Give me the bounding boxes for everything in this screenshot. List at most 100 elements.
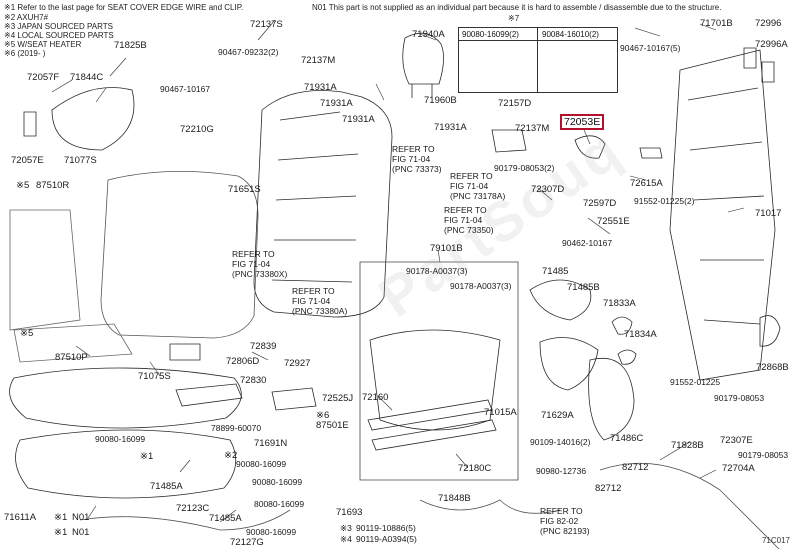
refer-to-callout[interactable]: REFER TO FIG 71-04 (PNC 73178A) xyxy=(450,171,506,201)
part-label[interactable]: 72137M xyxy=(301,55,336,66)
part-label[interactable]: 72057F xyxy=(27,72,60,83)
part-label[interactable]: 87501E xyxy=(316,420,349,431)
part-label[interactable]: 71485B xyxy=(567,282,600,293)
part-label[interactable]: 72551E xyxy=(597,216,630,227)
part-label[interactable]: 71693 xyxy=(336,507,363,518)
part-label[interactable]: 72127G xyxy=(230,537,264,548)
part-label[interactable]: 71485A xyxy=(209,513,242,524)
part-label[interactable]: 71017 xyxy=(755,208,782,219)
part-label[interactable]: 90179-08053 xyxy=(714,393,765,403)
part-label[interactable]: 90467-10167(5) xyxy=(620,43,681,53)
refer-to-callout[interactable]: REFER TO FIG 82-02 (PNC 82193) xyxy=(540,506,590,536)
part-label[interactable]: 72137S xyxy=(250,19,283,30)
part-label[interactable]: 90119-10886(5) xyxy=(356,523,416,533)
part-label[interactable]: 90080-16099 xyxy=(236,459,287,469)
part-label[interactable]: 82712 xyxy=(595,483,622,494)
part-label[interactable]: 72806D xyxy=(226,356,260,367)
part-label[interactable]: 71960B xyxy=(424,95,457,106)
part-label[interactable]: 71940A xyxy=(412,29,445,40)
part-label[interactable]: 72597D xyxy=(583,198,617,209)
part-label[interactable]: 72307E xyxy=(720,435,753,446)
part-label[interactable]: 90080-16099 xyxy=(252,477,303,487)
part-label[interactable]: 71485A xyxy=(150,481,183,492)
part-label[interactable]: 72307D xyxy=(531,184,565,195)
part-label[interactable]: 90980-12736 xyxy=(536,466,587,476)
part-label[interactable]: 71077S xyxy=(64,155,97,166)
part-label[interactable]: 72996A xyxy=(755,39,788,50)
part-label[interactable]: 72157D xyxy=(498,98,532,109)
part-label[interactable]: 72057E xyxy=(11,155,44,166)
part-label[interactable]: 72137M xyxy=(515,123,550,134)
part-label[interactable]: 91552-01225(2) xyxy=(634,196,695,206)
code-right: 90084-16010(2) xyxy=(542,30,599,39)
part-label[interactable]: 72996 xyxy=(755,18,782,29)
part-label[interactable]: 90178-A0037(3) xyxy=(450,281,512,291)
part-label[interactable]: 71691N xyxy=(254,438,288,449)
part-label[interactable]: 72160 xyxy=(362,392,389,403)
part-label[interactable]: 90080-16099 xyxy=(246,527,297,537)
refer-to-callout[interactable]: REFER TO FIG 71-04 (PNC 73373) xyxy=(392,144,442,174)
part-label[interactable]: 71629A xyxy=(541,410,574,421)
part-label[interactable]: 71848B xyxy=(438,493,471,504)
code-left: 90080-16099(2) xyxy=(462,30,519,39)
part-label[interactable]: 80080-16099 xyxy=(254,499,305,509)
part-label[interactable]: 72615A xyxy=(630,178,663,189)
part-label[interactable]: 71485 xyxy=(542,266,569,277)
part-label[interactable]: 71701B xyxy=(700,18,733,29)
note-4: ※4 LOCAL SOURCED PARTS xyxy=(4,31,114,40)
part-label[interactable]: 87510R xyxy=(36,180,70,191)
part-label[interactable]: 72525J xyxy=(322,393,354,404)
refer-to-callout[interactable]: REFER TO FIG 71-04 (PNC 73380X) xyxy=(232,249,288,279)
star-mark: ※5 xyxy=(20,328,34,339)
note-1: ※1 Refer to the last page for SEAT COVER… xyxy=(4,3,244,12)
refer-to-callout[interactable]: REFER TO FIG 71-04 (PNC 73380A) xyxy=(292,286,348,316)
part-label[interactable]: 72927 xyxy=(284,358,311,369)
refer-to-callout[interactable]: REFER TO FIG 71-04 (PNC 73350) xyxy=(444,205,494,235)
part-label[interactable]: 71825B xyxy=(114,40,147,51)
part-label[interactable]: 71931A xyxy=(320,98,353,109)
part-label[interactable]: 90109-14016(2) xyxy=(530,437,591,447)
part-label[interactable]: 72123C xyxy=(176,503,210,514)
part-label[interactable]: 72704A xyxy=(722,463,755,474)
part-label[interactable]: 71651S xyxy=(228,184,261,195)
highlighted-part-label[interactable]: 72053E xyxy=(560,114,605,130)
part-label[interactable]: 90179-08053(2) xyxy=(494,163,555,173)
part-label[interactable]: 90178-A0037(3) xyxy=(406,266,468,276)
part-label[interactable]: 90467-10167 xyxy=(160,84,211,94)
part-label[interactable]: 72180C xyxy=(458,463,492,474)
part-label[interactable]: 71931A xyxy=(342,114,375,125)
part-label[interactable]: 71834A xyxy=(624,329,657,340)
part-label[interactable]: 71611A xyxy=(4,512,37,523)
part-label[interactable]: 90179-08053 xyxy=(738,450,789,460)
part-label[interactable]: 79101B xyxy=(430,243,463,254)
part-label[interactable]: 78899-60070 xyxy=(211,423,262,433)
star-mark: ※1 xyxy=(140,451,154,462)
part-label[interactable]: 72839 xyxy=(250,341,277,352)
part-label[interactable]: N01 xyxy=(72,512,90,523)
part-label[interactable]: 90467-09232(2) xyxy=(218,47,279,57)
part-label[interactable]: 71931A xyxy=(434,122,467,133)
part-label[interactable]: 71486C xyxy=(610,433,644,444)
star-mark: ※6 xyxy=(316,410,330,421)
part-label[interactable]: 91552-01225 xyxy=(670,377,721,387)
part-label[interactable]: 71833A xyxy=(603,298,636,309)
part-label[interactable]: 82712 xyxy=(622,462,649,473)
part-label[interactable]: 72830 xyxy=(240,375,267,386)
part-label[interactable]: 71075S xyxy=(138,371,171,382)
part-label[interactable]: 72868B xyxy=(756,362,789,373)
part-label[interactable]: 71015A xyxy=(484,407,517,418)
part-label[interactable]: 90462-10167 xyxy=(562,238,613,248)
part-label[interactable]: 87510P xyxy=(55,352,88,363)
part-label[interactable]: 71828B xyxy=(671,440,704,451)
part-label[interactable]: N01 xyxy=(72,527,90,538)
part-label[interactable]: 71931A xyxy=(304,82,337,93)
part-label[interactable]: 90119-A0394(5) xyxy=(356,534,417,544)
figure-code: 71C017 xyxy=(761,536,790,545)
star-mark: ※1 xyxy=(54,512,68,523)
part-label[interactable]: 71844C xyxy=(70,72,104,83)
part-label[interactable]: 90080-16099 xyxy=(95,434,146,444)
note-3: ※3 JAPAN SOURCED PARTS xyxy=(4,22,113,31)
part-label[interactable]: 72210G xyxy=(180,124,214,135)
